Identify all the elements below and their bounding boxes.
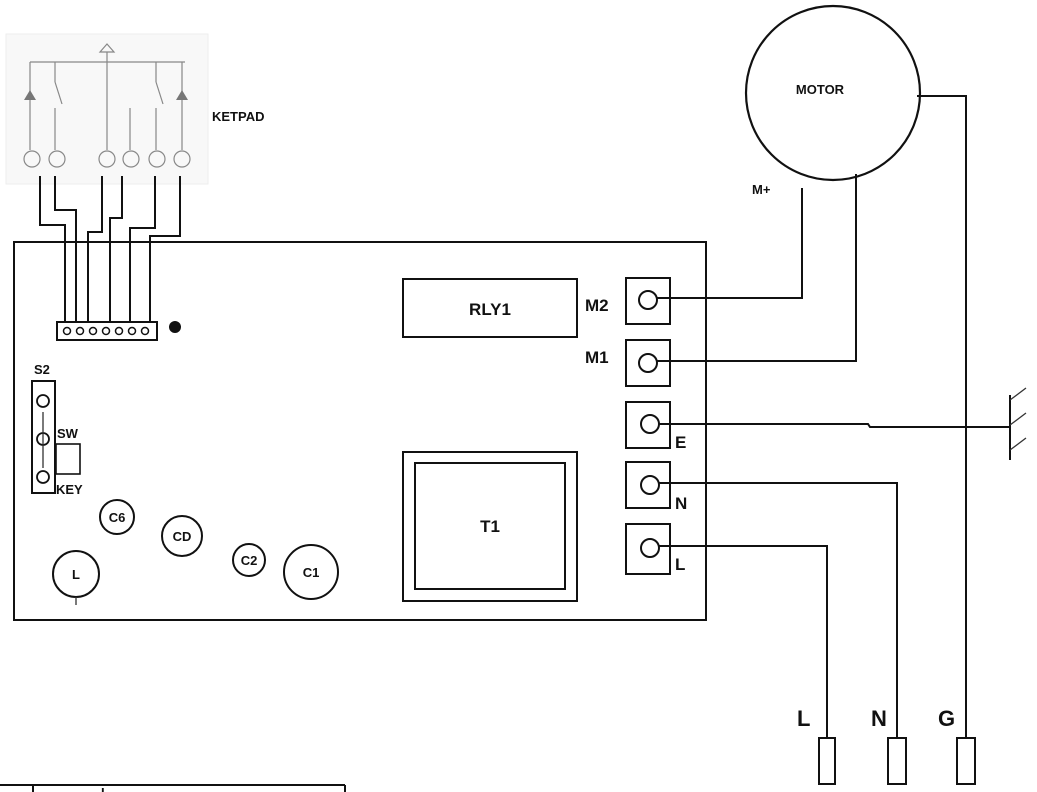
svg-text:L: L: [101, 785, 109, 792]
motor-plus-label: M+: [752, 182, 771, 197]
external-wires: [657, 95, 1010, 738]
key-label: KEY: [56, 482, 83, 497]
svg-text:N: N: [871, 706, 887, 731]
led-icon: [24, 90, 36, 100]
component-cd: CD: [161, 515, 203, 557]
component-c2: C2: [232, 543, 266, 577]
s2-label: S2: [34, 362, 50, 377]
led-icon: [176, 90, 188, 100]
sw-label: SW: [57, 426, 79, 441]
keypad: KETPAD: [5, 33, 264, 185]
svg-text:T1: T1: [480, 517, 500, 536]
pcb-board: [13, 241, 707, 621]
terminal-n: N: [625, 461, 687, 513]
terminal-l: L: [625, 523, 685, 575]
component-c1: C1: [283, 544, 339, 600]
svg-text:CD: CD: [173, 529, 192, 544]
svg-text:RLY1: RLY1: [469, 300, 511, 319]
transformer-t1: T1: [402, 451, 578, 602]
motor: MOTOR M+: [744, 4, 922, 197]
svg-text:C2: C2: [241, 553, 258, 568]
svg-text:L: L: [675, 555, 685, 574]
svg-text:MOTOR: MOTOR: [796, 82, 845, 97]
relay-rly1: RLY1: [402, 278, 578, 338]
svg-text:L: L: [797, 706, 810, 731]
keypad-label: KETPAD: [212, 109, 264, 124]
component-c6: C6: [99, 499, 135, 535]
terminal-m1: M1: [585, 339, 671, 387]
earth-ground-icon: [1009, 387, 1027, 460]
table-fragment: L: [0, 784, 346, 792]
mains-l: L: [797, 706, 836, 785]
keypad-cable: [39, 176, 181, 330]
svg-text:N: N: [675, 494, 687, 513]
mains-g: G: [938, 706, 976, 785]
svg-text:G: G: [938, 706, 955, 731]
keypad-connector: [56, 321, 181, 341]
svg-text:C1: C1: [303, 565, 320, 580]
svg-text:E: E: [675, 433, 686, 452]
terminal-m2: M2: [585, 277, 671, 325]
svg-text:C6: C6: [109, 510, 126, 525]
connector-marker-icon: [169, 321, 181, 333]
terminal-e: E: [625, 401, 686, 452]
svg-text:M1: M1: [585, 348, 609, 367]
switch-s2: S2 SW KEY: [31, 362, 83, 497]
mains-n: N: [871, 706, 907, 785]
svg-text:L: L: [72, 567, 80, 582]
component-inductor-l: L: [52, 550, 100, 605]
svg-text:M2: M2: [585, 296, 609, 315]
